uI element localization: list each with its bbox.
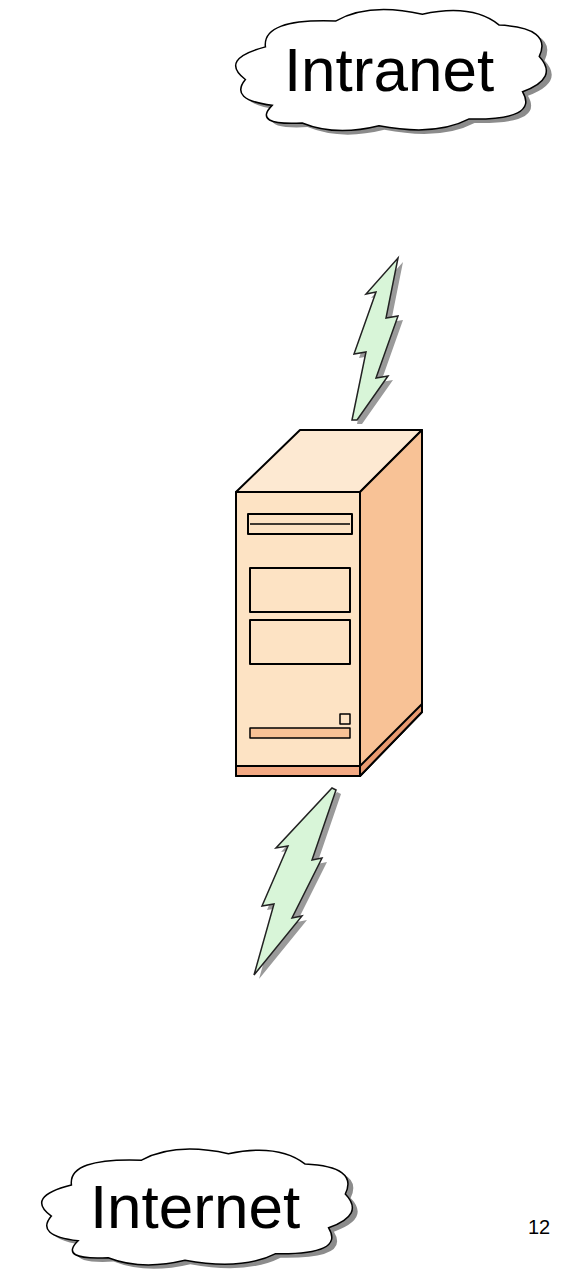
- cloud-label: Internet: [90, 1173, 300, 1241]
- lightning-bolt: [352, 258, 403, 424]
- cloud-label: Intranet: [284, 36, 494, 104]
- cloud-node: Internet: [28, 1142, 362, 1272]
- lightning-bolt: [254, 788, 341, 979]
- page-number: 12: [528, 1216, 550, 1239]
- server-tower: [236, 430, 422, 776]
- cloud-node: Intranet: [222, 2, 556, 138]
